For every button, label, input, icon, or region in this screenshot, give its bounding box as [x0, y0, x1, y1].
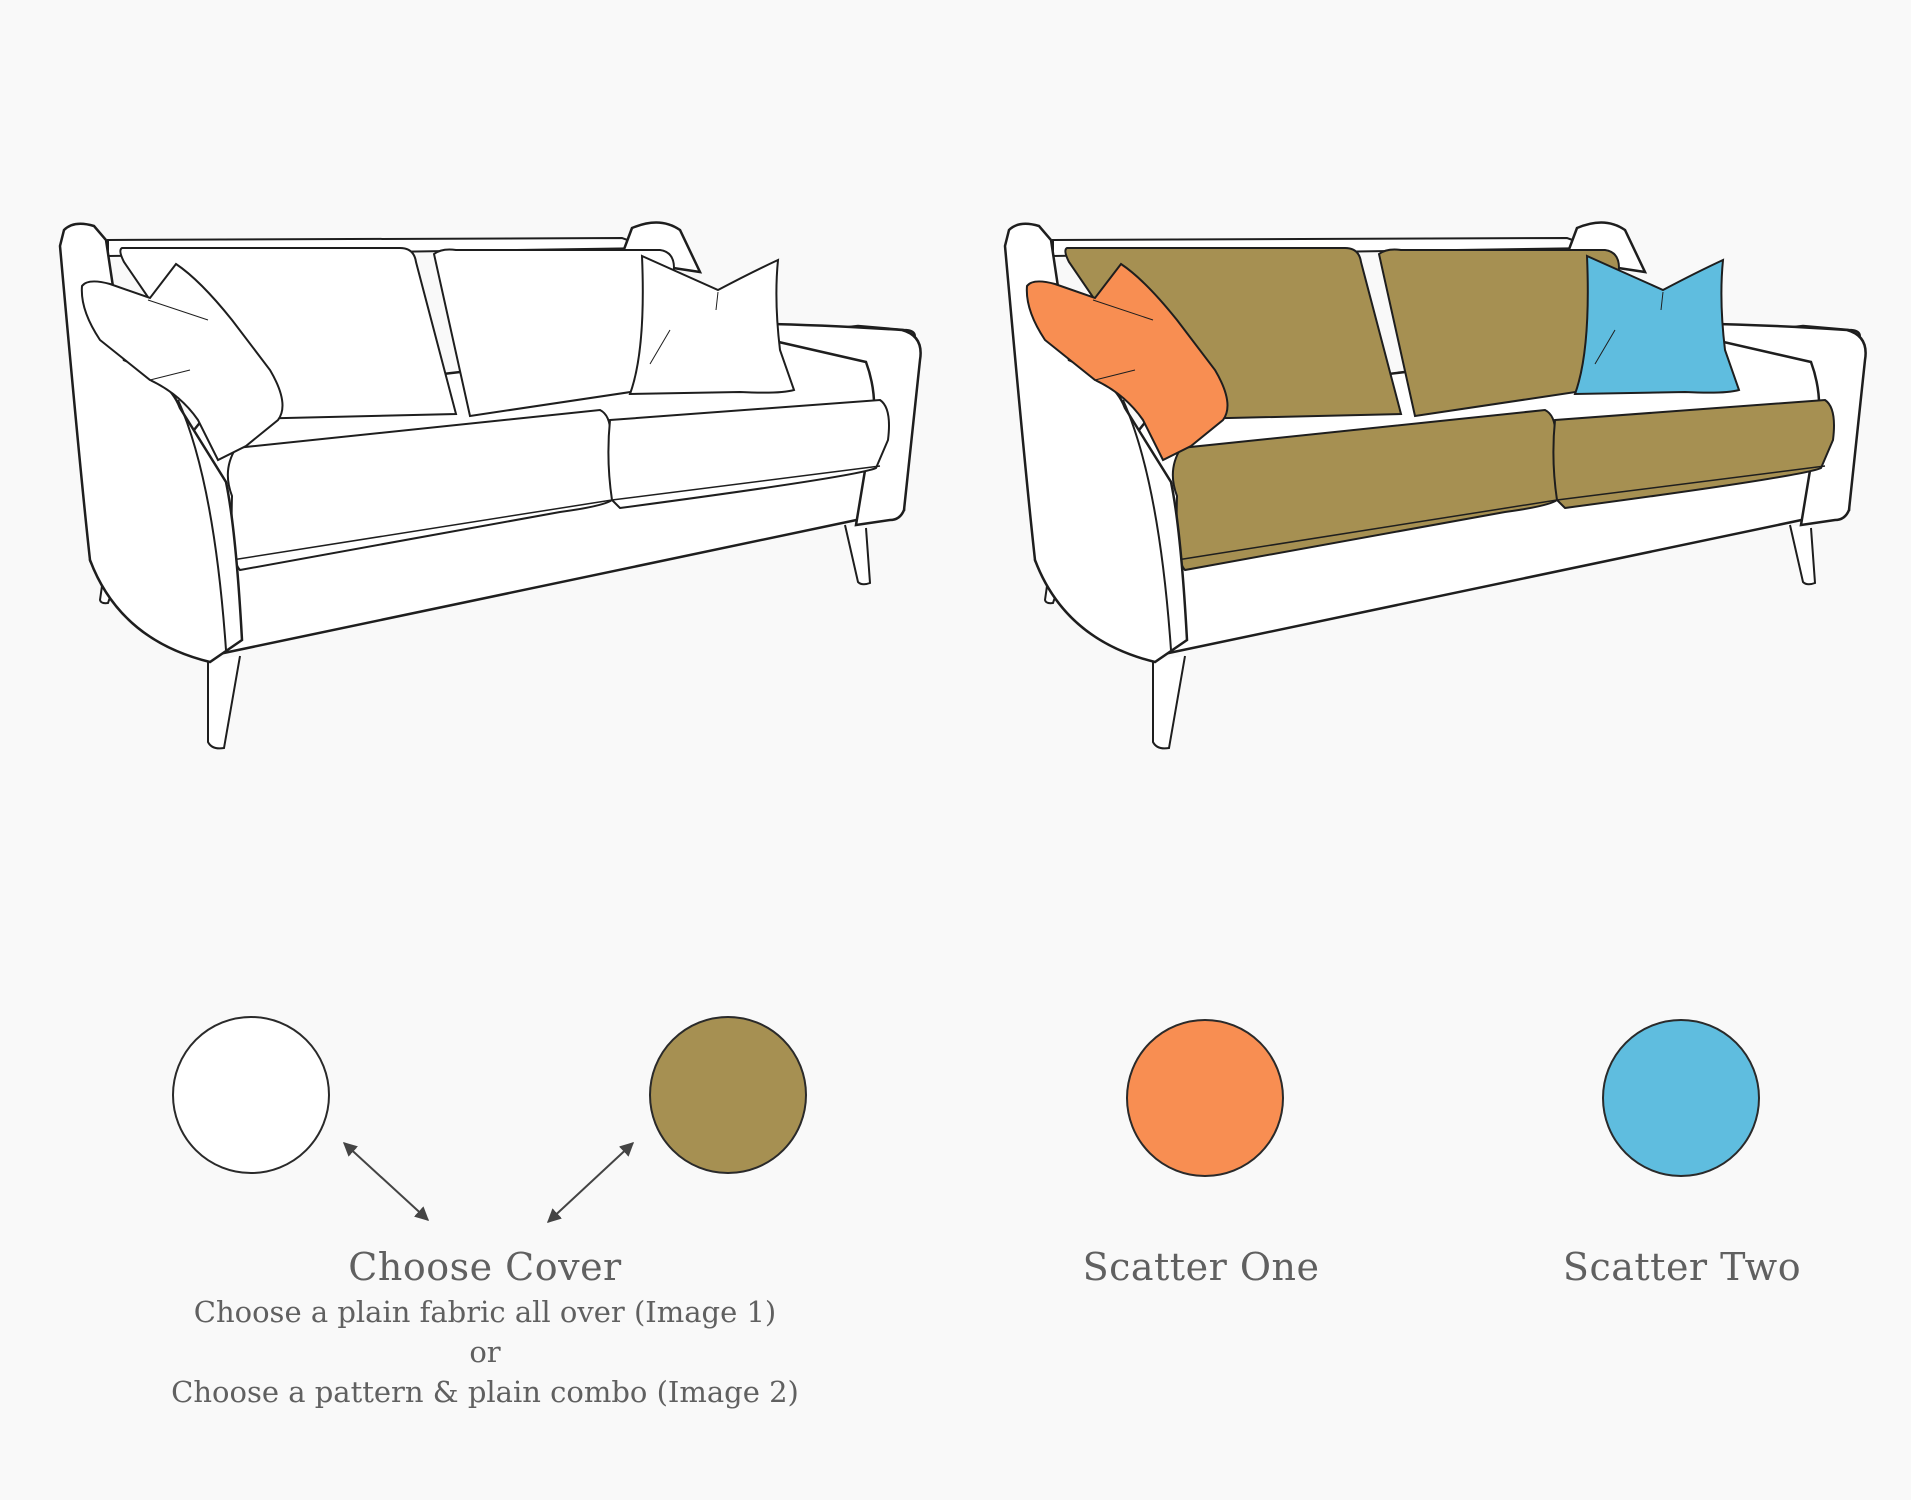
arrow-left [342, 1142, 430, 1221]
sofa-image-1 [58, 221, 922, 750]
arrow-right [546, 1142, 635, 1223]
choose-cover-title: Choose Cover [348, 1245, 622, 1289]
swatch-cover-plain[interactable] [172, 1016, 330, 1174]
sofa-image-2 [1003, 221, 1867, 750]
scatter-two-title: Scatter Two [1562, 1245, 1802, 1289]
choose-cover-line1: Choose a plain fabric all over (Image 1) [193, 1295, 777, 1329]
scatter-one-title: Scatter One [1082, 1245, 1320, 1289]
swatch-scatter-two[interactable] [1602, 1019, 1760, 1177]
choose-cover-line3: Choose a pattern & plain combo (Image 2) [171, 1375, 799, 1409]
swatch-cover-combo[interactable] [649, 1016, 807, 1174]
choose-cover-line2: or [469, 1335, 501, 1369]
swatch-scatter-one[interactable] [1126, 1019, 1284, 1177]
